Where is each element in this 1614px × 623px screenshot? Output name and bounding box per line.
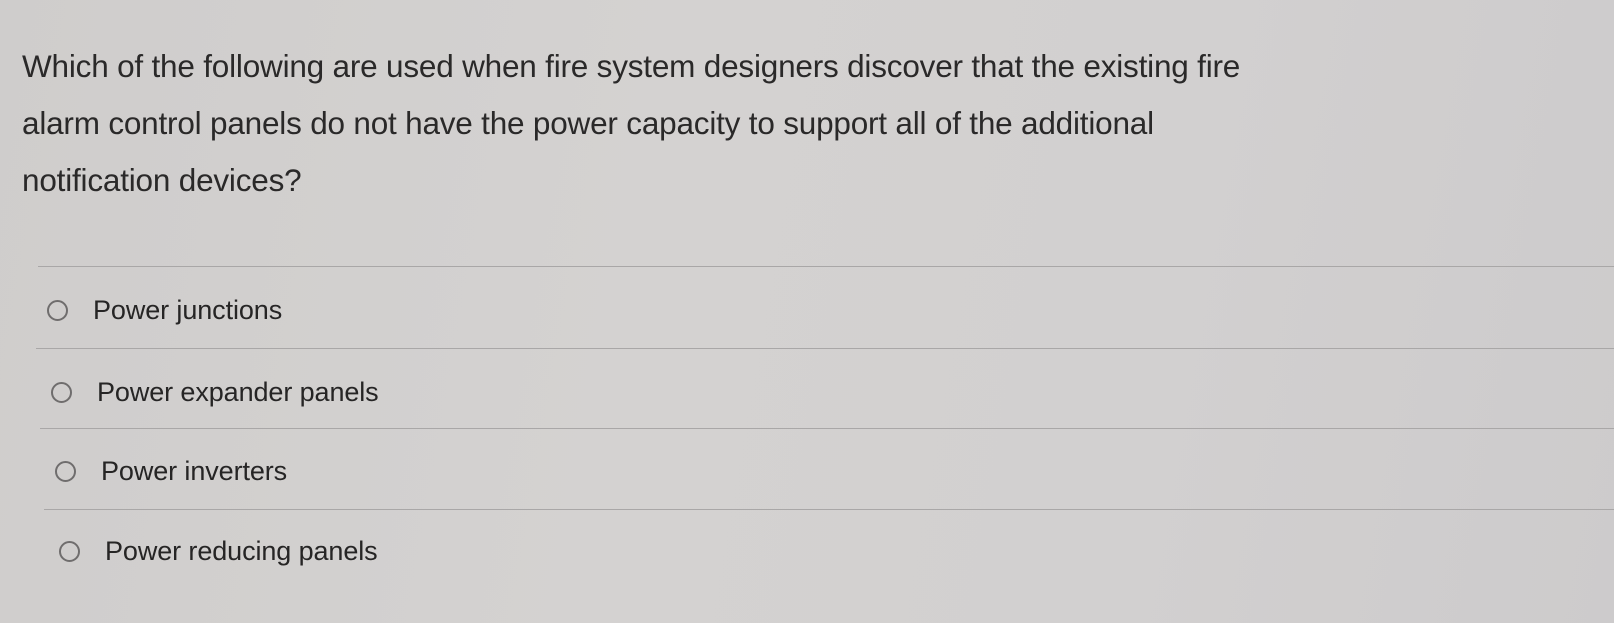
option-power-expander-panels[interactable]: Power expander panels: [51, 372, 379, 412]
radio-button-icon[interactable]: [51, 381, 72, 403]
radio-button-icon[interactable]: [47, 299, 68, 321]
question-line-1: Which of the following are used when fir…: [22, 48, 1241, 84]
divider: [36, 348, 1614, 349]
radio-button-icon[interactable]: [59, 540, 80, 562]
divider: [44, 509, 1614, 510]
divider: [38, 266, 1614, 267]
option-power-reducing-panels[interactable]: Power reducing panels: [59, 531, 378, 571]
question-line-3: notification devices?: [22, 162, 302, 198]
option-label: Power inverters: [101, 455, 288, 486]
option-label: Power junctions: [93, 294, 283, 325]
question-text: Which of the following are used when fir…: [22, 38, 1602, 209]
option-power-inverters[interactable]: Power inverters: [55, 451, 287, 491]
divider: [40, 428, 1614, 429]
radio-button-icon[interactable]: [55, 460, 76, 482]
option-label: Power expander panels: [97, 376, 379, 407]
question-line-2: alarm control panels do not have the pow…: [22, 105, 1154, 141]
option-power-junctions[interactable]: Power junctions: [47, 290, 282, 330]
option-label: Power reducing panels: [105, 535, 378, 566]
